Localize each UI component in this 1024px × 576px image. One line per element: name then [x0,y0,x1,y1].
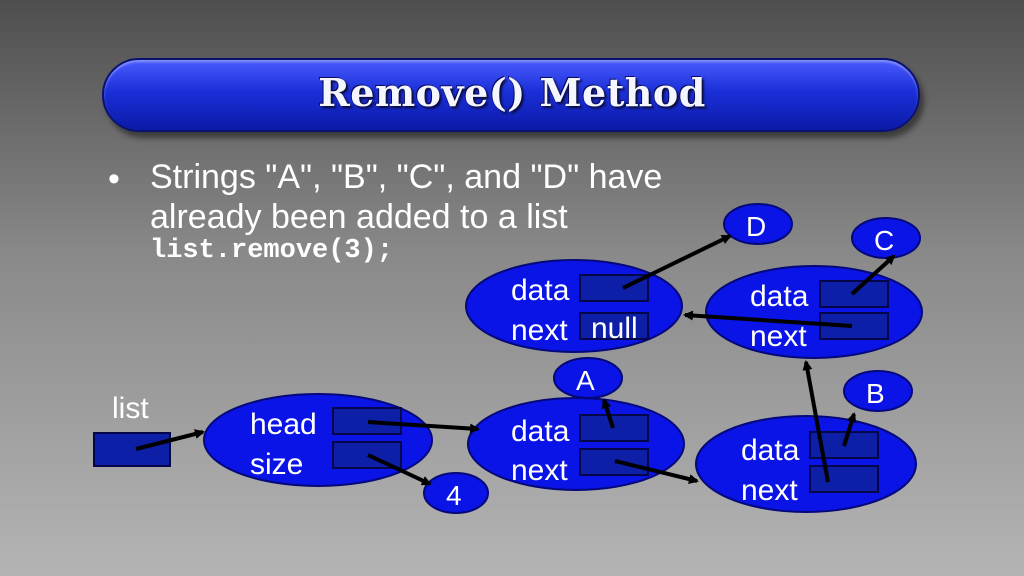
node-c [705,265,923,359]
node-c-next-label: next [750,320,807,353]
value-d: D [746,211,766,242]
size-field [332,441,402,469]
node-a-data-label: data [511,415,570,448]
node-b [695,415,917,513]
value-a-bubble [553,357,623,399]
value-c: C [874,225,894,256]
size-value: 4 [446,480,462,511]
arrow-node-a-to-node-b [614,459,699,484]
node-b-next-label: next [741,474,798,507]
arrow-node-b-to-node-c [802,360,830,483]
node-d-next-label: next [511,314,568,347]
size-value-bubble [423,472,489,514]
head-label: head [250,408,317,441]
list-label: list [112,392,149,425]
value-d-bubble [723,203,793,245]
code-statement: list.remove(3); [150,236,394,266]
head-field [332,407,402,435]
bullet-text-line-2: already been added to a list [150,198,568,236]
null-label: null [591,312,638,345]
slide-title: Remove() Method [318,70,706,115]
size-label: size [250,448,303,481]
node-d-data-label: data [511,274,570,307]
arrow-node-c-to-value-c [850,254,896,296]
node-b-next-field [809,465,879,493]
bullet-text-line-1: Strings "A", "B", "C", and "D" have [150,158,663,196]
arrow-list-to-object [135,429,205,451]
arrow-node-d-to-value-d [622,234,732,290]
node-c-data-label: data [750,280,809,313]
bullet-point: • [108,160,120,198]
arrow-size-to-value [367,453,432,486]
arrow-node-a-to-value-a [601,398,615,429]
node-a-next-label: next [511,454,568,487]
node-b-data-label: data [741,434,800,467]
arrow-node-b-to-value-b [842,412,857,447]
node-d-next-field [579,312,649,340]
node-a-data-field [579,414,649,442]
value-b-bubble [843,370,913,412]
arrow-node-c-to-node-d [683,310,853,328]
title-banner [102,58,920,132]
list-variable-box [93,432,171,467]
node-a-next-field [579,448,649,476]
node-a [467,397,685,491]
value-a: A [576,365,595,396]
arrow-head-to-node-a [367,420,480,434]
value-b: B [866,378,885,409]
